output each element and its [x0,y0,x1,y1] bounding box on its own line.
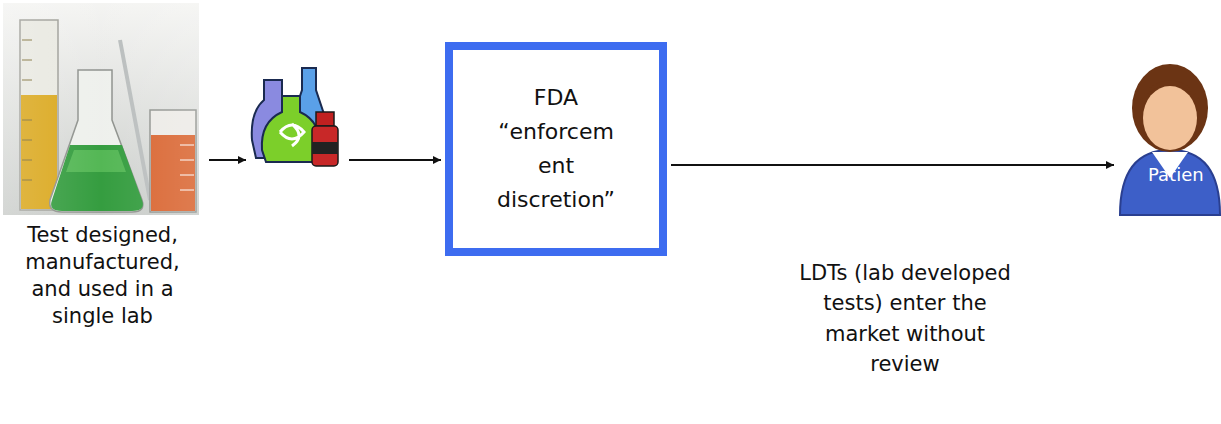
process-box: FDA “enforcement discretion” [445,42,667,256]
bottle-band [312,142,338,154]
icon-node [250,60,345,170]
edge-label: LDTs (lab developed tests) enter the mar… [795,258,1015,380]
patient-hair [1132,64,1208,152]
patient-label: Patien [1148,164,1204,185]
photo-sheen [3,3,199,215]
caption-text: Test designed, manufactured, and used in… [0,222,205,330]
glassware-photo [3,3,199,215]
patient-face [1143,86,1197,150]
patient-node: Patien [1118,60,1218,220]
photo-background [3,3,199,215]
patient-fringe [1140,80,1200,100]
arrow-connector [349,159,441,161]
patient-icon [1120,64,1220,215]
arrow-connector [671,164,1114,166]
bottles-icon [252,68,338,166]
patient-body [1120,150,1220,215]
box-label: FDA “enforcement discretion” [494,81,618,217]
red-bottle [312,126,338,166]
swirl [280,124,304,146]
red-cap [316,112,334,126]
photo-node: Test designed, manufactured, and used in… [0,0,205,340]
arrow-connector [209,159,246,161]
